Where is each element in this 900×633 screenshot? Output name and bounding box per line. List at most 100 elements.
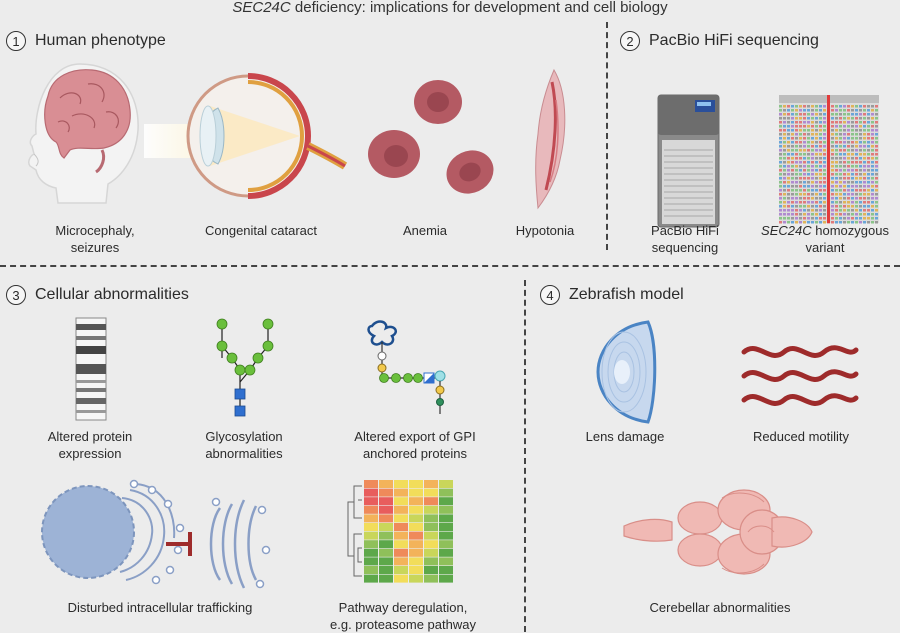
sequence-cell	[839, 113, 842, 116]
sequence-cell	[823, 217, 826, 220]
sequence-cell	[851, 141, 854, 144]
sequence-cell	[835, 217, 838, 220]
sequence-cell	[871, 113, 874, 116]
label-variant-line1: SEC24C homozygous	[750, 222, 900, 239]
sequence-cell	[799, 173, 802, 176]
sequence-cell	[787, 205, 790, 208]
sequence-cell	[839, 141, 842, 144]
sequence-cell	[839, 201, 842, 204]
sequence-cell	[835, 205, 838, 208]
sequence-cell	[875, 157, 878, 160]
sequence-cell	[835, 137, 838, 140]
heatmap-cell	[409, 531, 423, 540]
sequence-cell	[831, 217, 834, 220]
heatmap-cell	[379, 531, 393, 540]
sequence-cell	[831, 213, 834, 216]
sequence-cell	[851, 213, 854, 216]
sequence-cell	[795, 105, 798, 108]
sequence-cell	[807, 141, 810, 144]
sequence-cell	[807, 137, 810, 140]
sequence-cell	[863, 169, 866, 172]
sequence-cell	[871, 205, 874, 208]
sequence-cell	[839, 197, 842, 200]
heatmap-cell	[379, 540, 393, 549]
sequence-cell	[855, 177, 858, 180]
heatmap-cell	[424, 548, 438, 557]
sequence-cell	[855, 117, 858, 120]
heatmap-cell	[379, 514, 393, 523]
label-pathway-line1: Pathway deregulation,	[338, 600, 468, 615]
sequence-cell	[783, 145, 786, 148]
sequence-cell	[811, 177, 814, 180]
sequence-cell	[815, 217, 818, 220]
sequence-cell	[803, 217, 806, 220]
label-pacbio-line1: PacBio HiFi	[651, 223, 719, 238]
sequence-cell	[791, 141, 794, 144]
sequence-cell	[779, 213, 782, 216]
sequence-cell	[875, 141, 878, 144]
sequence-cell	[787, 149, 790, 152]
heatmap-cell	[364, 574, 378, 583]
sequence-cell	[823, 161, 826, 164]
label-motility: Reduced motility	[752, 429, 850, 444]
sequence-cell	[831, 193, 834, 196]
figure-title: SEC24C deficiency: implications for deve…	[0, 0, 900, 16]
sequence-cell	[871, 177, 874, 180]
sequence-cell	[803, 209, 806, 212]
sequence-cell	[871, 133, 874, 136]
sequence-cell	[851, 197, 854, 200]
sequence-cell	[799, 153, 802, 156]
sequence-cell	[803, 177, 806, 180]
zebrafish-brain-icon	[623, 489, 813, 575]
sequence-cell	[779, 121, 782, 124]
sequence-cell	[791, 201, 794, 204]
sequence-cell	[819, 149, 822, 152]
sequence-cell	[843, 145, 846, 148]
sequence-cell	[835, 109, 838, 112]
sequence-cell	[783, 181, 786, 184]
sequence-cell	[803, 173, 806, 176]
sequence-cell	[807, 129, 810, 132]
sequence-cell	[815, 153, 818, 156]
sequence-cell	[823, 129, 826, 132]
sequence-cell	[843, 149, 846, 152]
sequence-cell	[867, 109, 870, 112]
sequence-cell	[863, 209, 866, 212]
sequence-cell	[875, 205, 878, 208]
sequence-cell	[811, 161, 814, 164]
heatmap-cell	[409, 566, 423, 574]
sequence-cell	[799, 213, 802, 216]
sequence-cell	[779, 197, 782, 200]
sequence-cell	[819, 117, 822, 120]
sequence-cell	[815, 205, 818, 208]
sequence-cell	[819, 213, 822, 216]
sequence-cell	[823, 113, 826, 116]
sequence-cell	[835, 125, 838, 128]
sequence-cell	[855, 105, 858, 108]
heatmap-cell	[424, 514, 438, 523]
heatmap-cell	[364, 548, 378, 557]
sequence-cell	[843, 121, 846, 124]
sequence-cell	[847, 217, 850, 220]
sequence-cell	[851, 121, 854, 124]
sequence-cell	[819, 133, 822, 136]
sequence-cell	[831, 149, 834, 152]
sequence-cell	[859, 141, 862, 144]
sequence-cell	[803, 193, 806, 196]
sequence-cell	[835, 193, 838, 196]
sequence-cell	[875, 221, 878, 224]
sequence-cell	[855, 125, 858, 128]
sequence-cell	[791, 105, 794, 108]
sequence-cell	[823, 109, 826, 112]
sequence-cell	[807, 133, 810, 136]
heatmap-cell	[379, 574, 393, 583]
sequence-cell	[799, 113, 802, 116]
sequence-cell	[847, 109, 850, 112]
heatmap-cell	[439, 531, 453, 540]
sequence-cell	[819, 221, 822, 224]
sequence-cell	[863, 185, 866, 188]
sequence-cell	[791, 113, 794, 116]
sequence-cell	[843, 221, 846, 224]
sequence-cell	[847, 169, 850, 172]
